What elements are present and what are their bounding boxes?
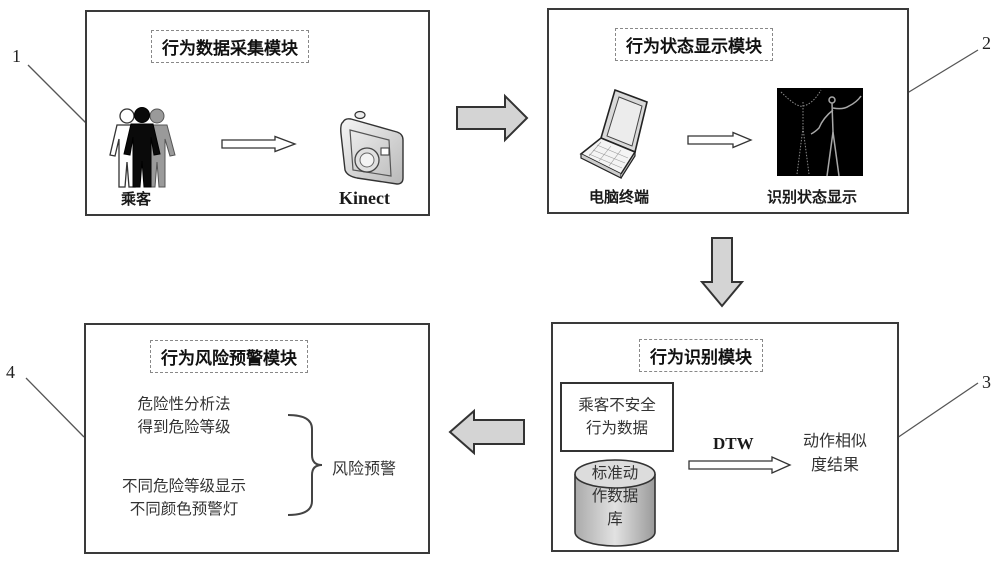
database-line: 库 [607,510,623,528]
warning-light-line: 不同颜色预警灯 [129,500,239,518]
module-data-collection: 行为数据采集模块 乘客 Kinect [85,10,430,216]
warning-light-line: 不同危险等级显示 [121,477,246,495]
similarity-result-label: 动作相似 度结果 [803,429,867,477]
unsafe-data-line: 乘客不安全 [578,396,656,414]
leader-line-4 [25,377,85,438]
callout-number-2: 2 [982,33,991,53]
module-title: 行为状态显示模块 [615,28,773,61]
module-title: 行为风险预警模块 [150,340,308,373]
camera-icon [340,110,404,185]
passengers-icon [109,107,176,188]
recognition-status-label: 识别状态显示 [767,188,858,206]
module-risk-warning: 行为风险预警模块 危险性分析法 得到危险等级 不同危险等级显示 不同颜色预警灯 … [84,323,430,554]
warning-light-text: 不同危险等级显示 不同颜色预警灯 [102,475,266,521]
computer-terminal-label: 电脑终端 [589,188,650,206]
risk-analysis-text: 危险性分析法 得到危险等级 [116,393,252,439]
result-line: 度结果 [811,455,860,474]
database-line: 标准动 [591,464,639,482]
unsafe-behavior-data-box: 乘客不安全 行为数据 [560,382,674,452]
curly-brace [287,414,323,516]
result-line: 动作相似 [803,431,868,450]
dtw-flow-arrow [688,455,792,475]
risk-analysis-line: 得到危险等级 [137,418,231,436]
passenger-label: 乘客 [121,190,152,208]
flow-arrow-small [221,135,297,153]
database-icon [574,459,656,547]
leader-line-3 [896,382,979,439]
database-label: 标准动 作数据 库 [573,462,657,531]
flow-arrow-right [456,93,529,143]
flow-arrow-small [687,131,753,149]
kinect-label: Kinect [339,188,390,208]
dtw-label: DTW [713,434,754,453]
callout-number-1: 1 [12,46,21,66]
callout-number-4: 4 [6,362,15,382]
module-status-display: 行为状态显示模块 电脑终端 [547,8,909,214]
module-title: 行为识别模块 [639,339,763,372]
flow-arrow-down [699,237,745,308]
module-behavior-recognition: 行为识别模块 乘客不安全 行为数据 标准动 作数据 库 DTW 动作相似 度结果 [551,322,899,552]
leader-line-1 [27,64,87,124]
leader-line-2 [903,49,979,96]
skeleton-display-image [777,88,863,177]
laptop-icon [579,88,648,179]
module-title: 行为数据采集模块 [151,30,309,63]
risk-warning-label: 风险预警 [332,459,397,478]
flow-arrow-left [448,408,525,456]
risk-analysis-line: 危险性分析法 [137,395,231,413]
callout-number-3: 3 [982,372,991,392]
unsafe-data-line: 行为数据 [585,419,648,437]
database-line: 作数据 [591,487,639,505]
